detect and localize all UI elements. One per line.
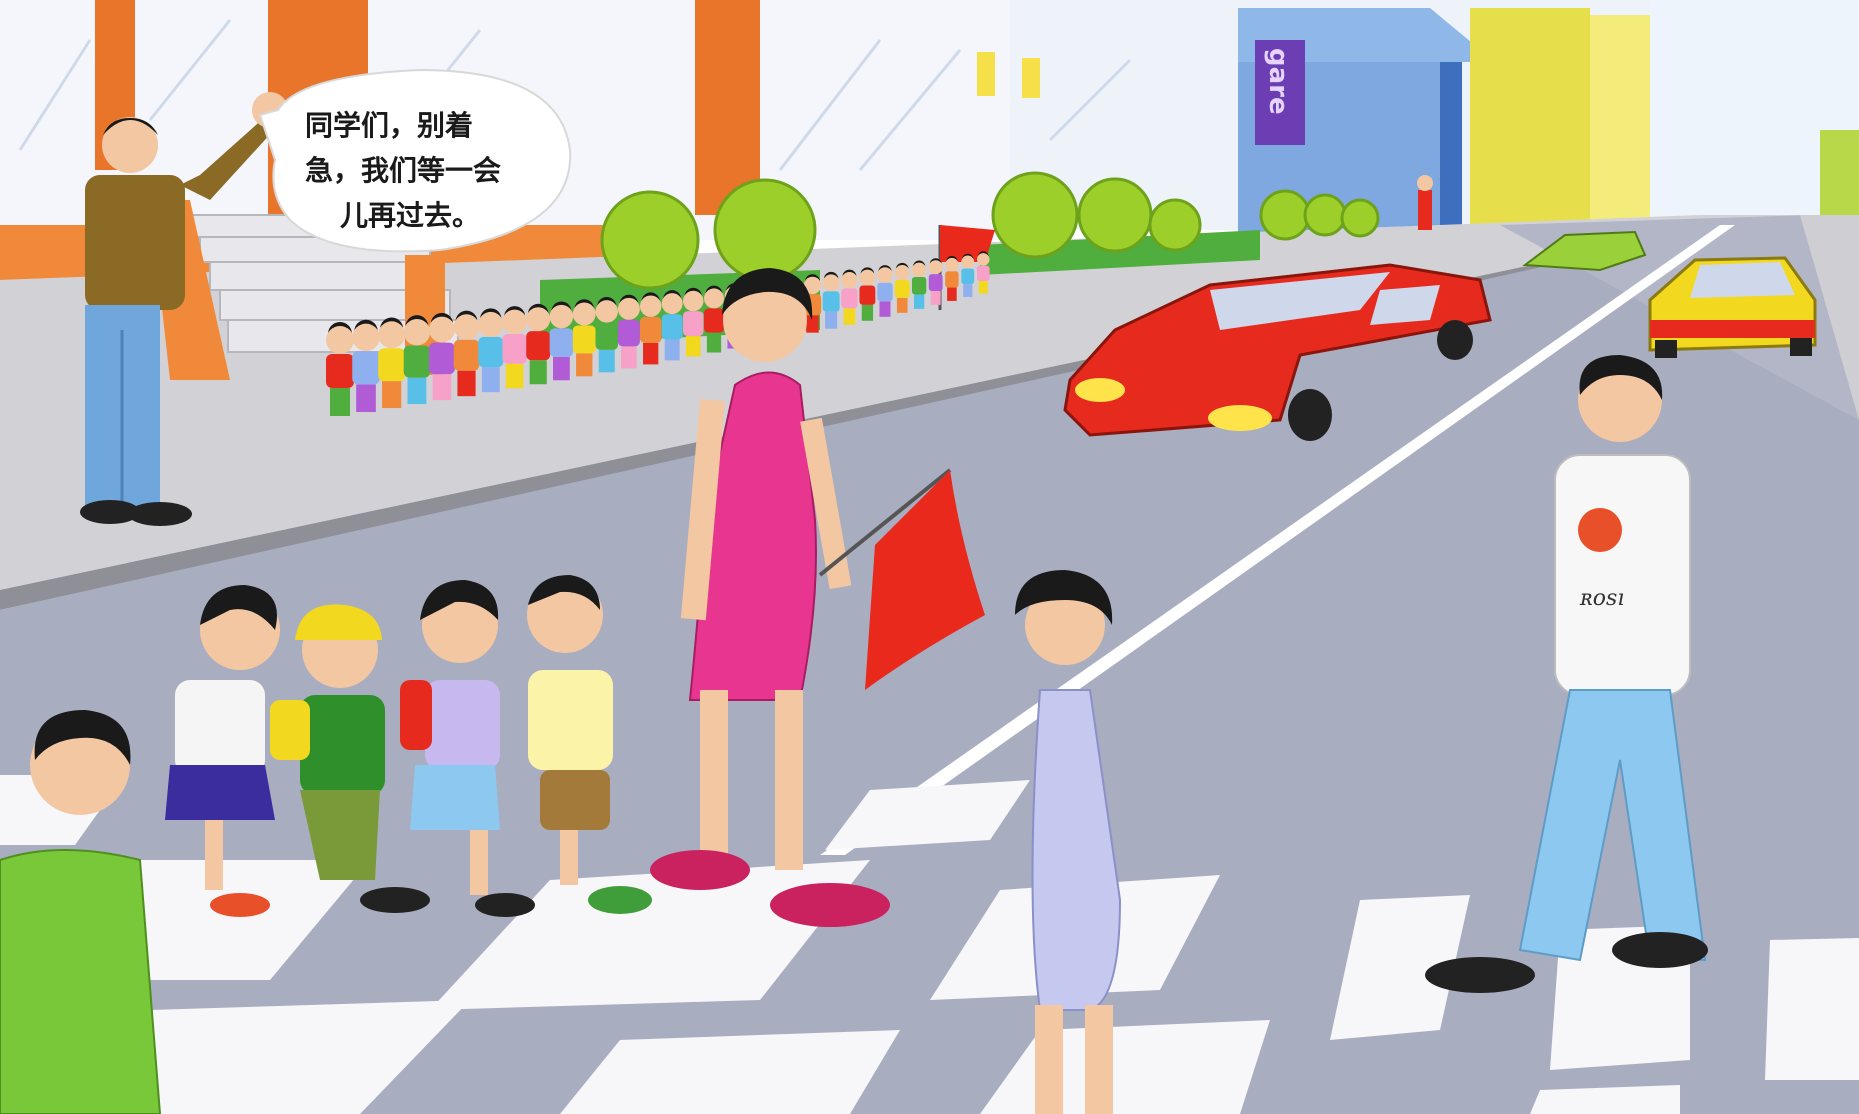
woman-walking (1015, 570, 1122, 1114)
queue-child (683, 287, 704, 357)
shirt-print: ʀosı (1579, 586, 1624, 611)
queue-child (453, 310, 480, 397)
boy-green-shirt (0, 710, 162, 1114)
queue-child (478, 308, 504, 393)
queue-child (639, 292, 662, 365)
speech-line-3: 儿再过去。 (340, 199, 480, 232)
red-car (1063, 263, 1492, 441)
queue-child (403, 315, 431, 405)
speech-line-1: 同学们，别着 (305, 109, 473, 142)
queue-child (928, 258, 943, 305)
queue-child (617, 294, 640, 369)
queue-child (841, 269, 858, 325)
flag-icon (818, 468, 985, 690)
queue-child (352, 319, 380, 413)
queue-child (378, 317, 406, 409)
queue-child (572, 299, 596, 377)
child-boy-yellow-cap (270, 604, 430, 913)
queue-child (704, 285, 724, 353)
queue-child (859, 267, 876, 321)
speech-line-2: 急，我们等一会 (305, 154, 501, 187)
speech-bubble: 同学们，别着 急，我们等一会 儿再过去。 (258, 68, 572, 253)
young-man-walking: ʀosı (1425, 355, 1708, 993)
queue-child (822, 271, 840, 329)
queue-child (502, 306, 527, 389)
child-girl-2 (400, 580, 535, 917)
queue-child (326, 322, 354, 416)
yellow-taxi (1648, 256, 1817, 358)
queue-child (976, 251, 990, 294)
queue-child (945, 255, 959, 301)
child-girl-1 (165, 585, 280, 917)
queue-child (526, 303, 551, 385)
queue-child (877, 265, 893, 317)
female-teacher (650, 268, 890, 927)
queue-child (595, 296, 618, 373)
queue-child (428, 312, 455, 401)
shrubs (600, 171, 1380, 290)
shop-sign: gare (1263, 48, 1293, 115)
queue-child (961, 253, 975, 297)
queue-child (894, 262, 910, 313)
queue-child (911, 260, 927, 309)
queue-child (661, 290, 683, 361)
crossing-children (165, 575, 652, 917)
child-boy-2 (527, 575, 652, 914)
queue-child (549, 301, 574, 381)
green-car (1522, 230, 1647, 272)
male-teacher (80, 92, 288, 526)
far-pedestrian (1417, 175, 1433, 230)
